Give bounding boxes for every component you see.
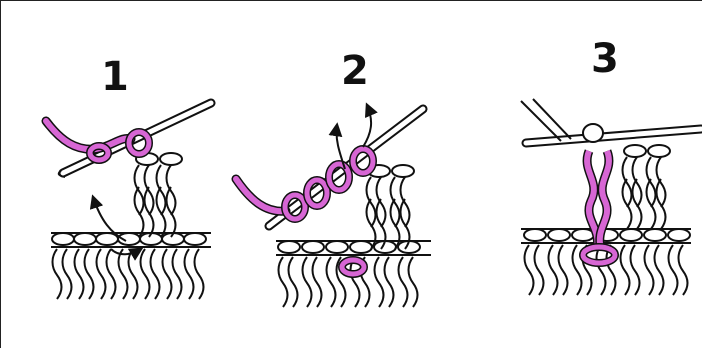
step-2-illustration xyxy=(236,105,431,307)
crochet-hook xyxy=(521,99,701,143)
worked-stitches xyxy=(367,165,415,249)
step-3-illustration xyxy=(521,99,701,295)
step-1-illustration xyxy=(46,103,211,301)
base-fabric xyxy=(51,231,211,301)
working-yarn xyxy=(236,149,373,219)
worked-stitches xyxy=(623,145,671,229)
loop-on-hook xyxy=(583,124,603,142)
completed-stitch xyxy=(583,151,615,263)
worked-stitches xyxy=(135,153,183,237)
